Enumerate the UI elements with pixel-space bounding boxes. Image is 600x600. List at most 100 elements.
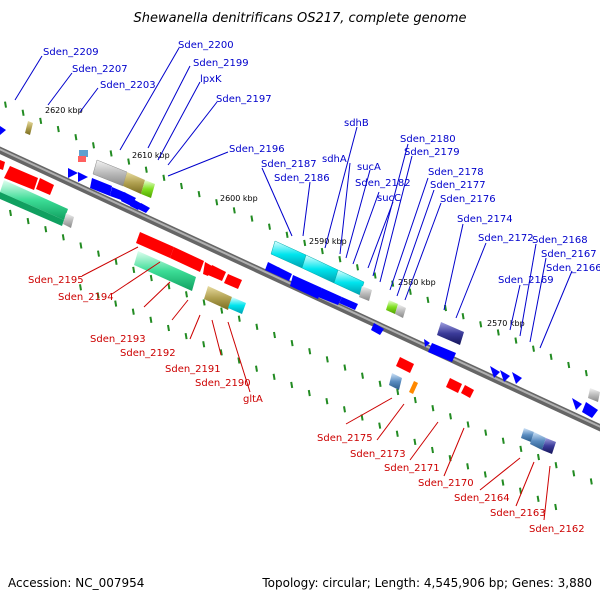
tick-mark: [343, 406, 346, 413]
gene-label: Sden_2193: [90, 334, 146, 345]
tick-mark: [549, 353, 553, 361]
feature-box: [301, 254, 339, 284]
tick-mark: [343, 364, 347, 371]
gene-arrow: [446, 378, 462, 393]
gene-label: Sden_2169: [498, 275, 554, 286]
gene-label: Sden_2162: [529, 524, 585, 535]
tick-mark: [466, 421, 470, 428]
feature-box: [270, 240, 307, 269]
gene-label: Sden_2187: [261, 159, 317, 170]
gene-arrow: [0, 126, 6, 135]
tick-mark: [449, 413, 452, 420]
gene-arrow: [424, 339, 430, 347]
kbp-label: 2580 kbp: [398, 278, 436, 287]
gene-label: Sden_2163: [490, 508, 546, 519]
tick-mark: [567, 361, 571, 369]
gene-label: Sden_2194: [58, 292, 114, 303]
tick-mark: [167, 324, 170, 332]
feature-box: [588, 388, 600, 402]
kbp-scale: 2620 kbp 2610 kbp 2600 kbp 2590 kbp 2580…: [45, 106, 525, 328]
top-gene-labels: Sden_2209 Sden_2207 Sden_2203 Sden_2200 …: [43, 40, 600, 286]
feature-box: [0, 180, 68, 220]
upper-feature-boxes: [25, 121, 600, 402]
feature-box: [386, 300, 398, 314]
tick-mark: [501, 437, 505, 444]
gene-label: Sden_2177: [430, 180, 486, 191]
gene-label: Sden_2175: [317, 433, 373, 444]
tick-mark: [268, 223, 271, 230]
tick-mark: [484, 429, 488, 436]
tick-mark: [273, 331, 276, 339]
gene-arrow: [276, 267, 292, 281]
gene-label: Sden_2199: [193, 58, 249, 69]
gene-arrow: [461, 385, 474, 398]
gene-arrow: [208, 265, 226, 281]
gene-label: lpxK: [200, 74, 222, 85]
tick-mark: [285, 231, 289, 238]
tick-mark: [378, 380, 382, 387]
tick-mark: [44, 226, 48, 233]
tick-mark: [395, 430, 399, 437]
gene-block: [90, 178, 112, 196]
gene-label: Sden_2173: [350, 449, 406, 460]
feature-box: [542, 438, 556, 454]
tick-mark: [466, 463, 470, 470]
topology-text: Topology: circular; Length: 4,545,906 bp…: [262, 576, 592, 590]
feature-box: [333, 269, 365, 296]
gene-block: [136, 232, 174, 258]
feature-box: [123, 172, 145, 194]
gene-label: Sden_2196: [229, 144, 285, 155]
tick-mark: [149, 316, 153, 324]
tick-mark: [272, 373, 276, 380]
feature-box: [437, 322, 464, 345]
tick-mark: [114, 300, 118, 307]
gene-block: [170, 247, 204, 272]
tick-mark: [532, 345, 535, 352]
tick-mark: [396, 388, 400, 396]
tick-mark: [255, 323, 259, 331]
feature-box: [389, 373, 402, 390]
gene-label: Sden_2209: [43, 47, 99, 58]
feature-box: [530, 432, 546, 450]
tick-mark: [431, 446, 434, 454]
feature-box: [141, 180, 155, 198]
tick-mark: [184, 332, 188, 340]
tick-mark: [232, 207, 236, 214]
gene-arrow: [371, 323, 384, 335]
gene-label: Sden_2171: [384, 463, 440, 474]
tick-mark: [325, 398, 329, 405]
tick-mark: [250, 215, 254, 222]
tick-mark: [325, 356, 329, 363]
top-leader-lines: [14, 47, 573, 349]
tick-mark: [431, 405, 435, 412]
feature-box: [63, 213, 74, 228]
gene-arrow: [203, 262, 212, 276]
feature-box: [134, 251, 196, 291]
gene-label: Sden_2167: [541, 249, 597, 260]
tick-mark: [149, 274, 153, 282]
tick-mark: [307, 389, 311, 397]
tick-mark: [572, 470, 576, 477]
feature-box: [359, 286, 372, 301]
gene-label: Sden_2197: [216, 94, 272, 105]
tick-mark: [496, 329, 500, 336]
gene-label: Sden_2176: [440, 194, 496, 205]
tick-mark: [202, 299, 206, 306]
gene-arrow: [572, 398, 582, 410]
gene-label: Sden_2191: [165, 364, 221, 375]
tick-mark: [426, 296, 430, 304]
feature-box: [0, 192, 64, 226]
gene-label: Sden_2166: [546, 263, 600, 274]
tick-mark: [308, 348, 312, 355]
tick-mark: [536, 495, 540, 503]
kbp-label: 2570 kbp: [487, 319, 525, 328]
gene-label: sucA: [357, 162, 381, 173]
gene-label: Sden_2182: [355, 178, 411, 189]
tick-mark: [144, 166, 148, 173]
gene-block: [290, 275, 322, 299]
tick-mark: [408, 288, 412, 295]
tick-mark: [162, 174, 166, 182]
tick-mark: [483, 471, 487, 478]
tick-mark: [373, 272, 377, 279]
